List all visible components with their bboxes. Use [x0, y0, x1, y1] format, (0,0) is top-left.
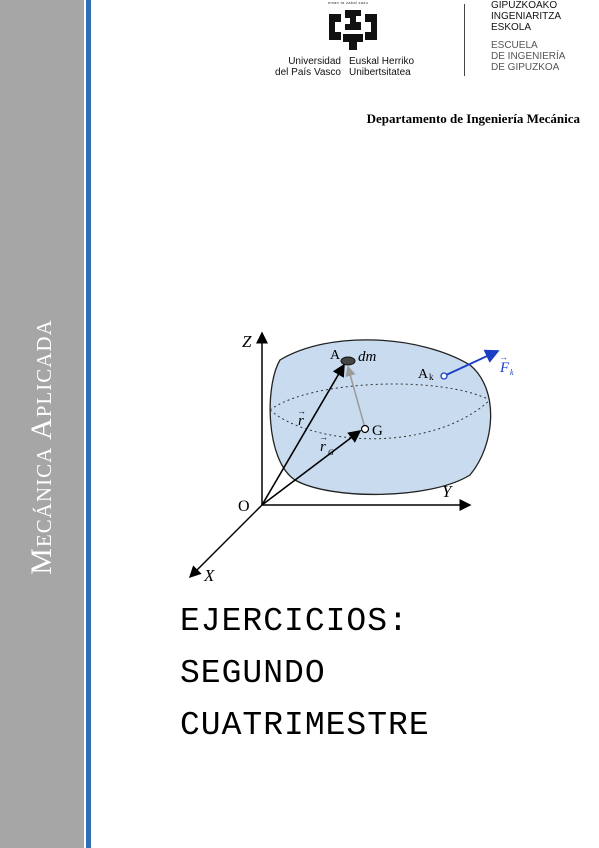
rigid-body-shape	[269, 339, 492, 496]
university-logo: eman ta zabal zazu Universidad del País …	[255, 0, 595, 85]
title-line: EJERCICIOS:	[180, 603, 409, 640]
university-name-es: Universidad del País Vasco	[275, 56, 341, 78]
center-of-mass-label: G	[372, 423, 383, 439]
point-ak	[440, 372, 448, 380]
vector-rho-arrow	[345, 365, 366, 429]
axis-z-label: Z	[242, 332, 252, 351]
point-a-label: A	[330, 348, 341, 363]
mass-element-dm	[340, 356, 356, 366]
point-ak-subscript: k	[429, 372, 434, 382]
vector-r-arrowhead: →	[297, 406, 306, 416]
school-name-eu: GIPUZKOAKO INGENIARITZA ESKOLA	[491, 0, 562, 33]
body-equator-back	[269, 383, 491, 411]
logo-divider	[464, 4, 465, 76]
vector-rg-subscript: G	[328, 448, 334, 457]
point-ak-label: A	[418, 367, 429, 382]
rigid-body-diagram: Z Y X O A dm G r → r G → A k F k →	[188, 331, 514, 585]
university-name-eu: Euskal Herriko Unibertsitatea	[349, 56, 415, 78]
x-axis	[188, 504, 263, 579]
department-name: Departamento de Ingeniería Mecánica	[366, 111, 580, 126]
origin-label: O	[238, 498, 250, 515]
main-title: EJERCICIOS: SEGUNDO CUATRIMESTRE	[180, 596, 580, 752]
vector-r-arrow	[261, 363, 345, 506]
mass-element-label: dm	[358, 349, 377, 365]
title-line: SEGUNDO	[180, 655, 326, 692]
vector-rg-label: r	[320, 439, 326, 455]
vector-rg-arrowhead: →	[319, 432, 328, 442]
logo-tagline: eman ta zabal zazu	[328, 0, 369, 5]
vector-rg-arrow	[261, 430, 362, 506]
force-subscript: k	[510, 368, 514, 377]
axis-x-label: X	[203, 566, 215, 585]
title-line: CUATRIMESTRE	[180, 707, 430, 744]
force-label: F	[499, 360, 510, 376]
center-of-mass-g	[360, 424, 370, 434]
vector-r-label: r	[298, 413, 304, 429]
sidebar-accent-line	[86, 0, 91, 848]
axis-y-label: Y	[442, 482, 453, 501]
school-name-es: ESCUELA DE INGENIERÍA DE GIPUZKOA	[491, 40, 566, 73]
sidebar-title: Mecánica Aplicada	[25, 319, 58, 575]
sidebar-band	[0, 0, 84, 848]
upv-emblem-icon	[329, 10, 377, 50]
force-fk-arrow	[443, 349, 500, 377]
force-arrowhead: →	[499, 352, 508, 362]
